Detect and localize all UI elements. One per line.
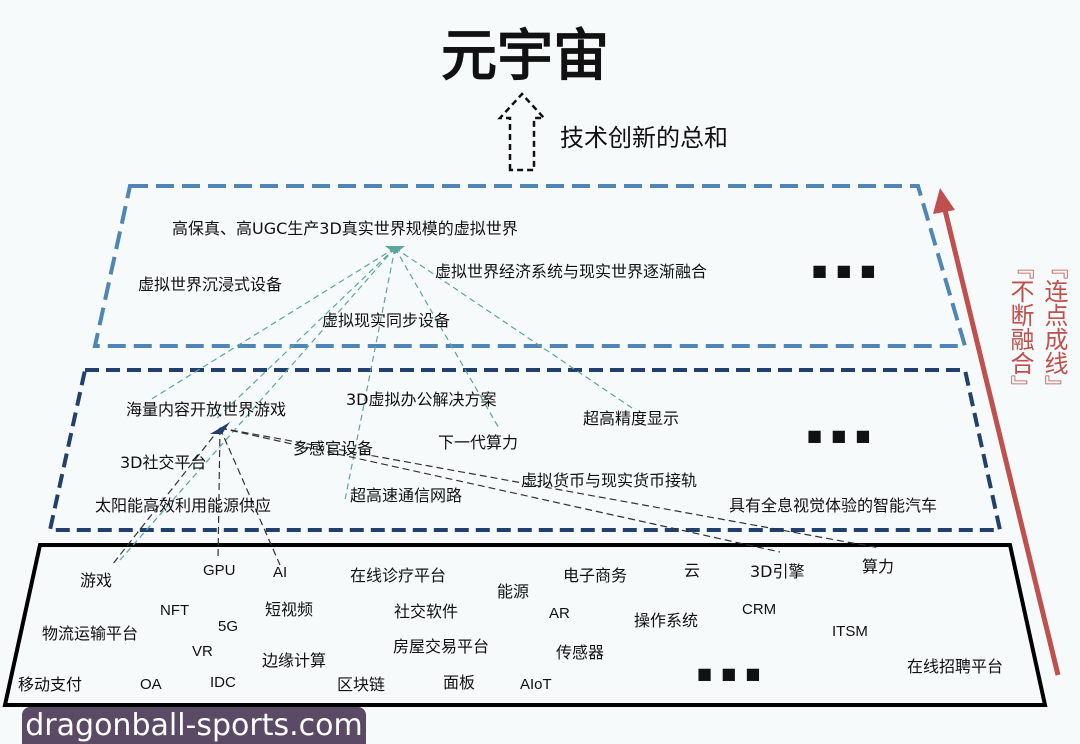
side-label-merge: 『不断融合』 [1006, 255, 1034, 399]
top-item: 高保真、高UGC生产3D真实世界规模的虚拟世界 [172, 219, 518, 238]
middle-item: 海量内容开放世界游戏 [126, 400, 286, 419]
middle-item: 虚拟货币与现实货币接轨 [521, 471, 697, 490]
bottom-item: 电子商务 [563, 566, 627, 585]
bottom-item: GPU [203, 562, 236, 579]
bottom-item: 短视频 [265, 600, 313, 619]
bottom-item: AIoT [520, 676, 552, 693]
top-node-icon [385, 246, 405, 254]
middle-item: 3D社交平台 [120, 453, 207, 472]
bottom-more-indicator: ■ ■ ■ [697, 664, 763, 683]
middle-item: 3D虚拟办公解决方案 [346, 390, 497, 409]
bottom-item: 游戏 [80, 571, 112, 590]
side-label-connect: 『连点成线』 [1040, 255, 1068, 399]
bottom-item: VR [192, 643, 213, 660]
bottom-item: 物流运输平台 [42, 624, 138, 643]
top-item: 虚拟现实同步设备 [322, 311, 450, 330]
bottom-item: AI [273, 564, 287, 581]
middle-item: 下一代算力 [438, 433, 518, 452]
bottom-item: 云 [684, 561, 700, 580]
bottom-item: 移动支付 [18, 675, 82, 694]
middle-node-icon [210, 422, 230, 434]
bottom-item: IDC [210, 674, 236, 691]
bottom-item: 算力 [862, 557, 894, 576]
upward-arrow-icon [497, 92, 547, 172]
top-item: 虚拟世界沉浸式设备 [138, 275, 282, 294]
top-item: 虚拟世界经济系统与现实世界逐渐融合 [435, 262, 707, 281]
bottom-item: 传感器 [556, 643, 604, 662]
bottom-item: CRM [742, 601, 776, 618]
diagram-title: 元宇宙 [441, 24, 609, 89]
bottom-item: 边缘计算 [262, 651, 326, 670]
progress-arrow-icon [942, 209, 1061, 676]
middle-more-indicator: ■ ■ ■ [807, 426, 873, 445]
arrowhead-icon [933, 188, 955, 214]
middle-connectors [111, 427, 881, 566]
bottom-item: 操作系统 [634, 611, 698, 630]
bottom-item: 在线招聘平台 [907, 657, 1003, 676]
bottom-item: 5G [218, 618, 238, 635]
bottom-item: 房屋交易平台 [393, 637, 489, 656]
bottom-item: OA [140, 676, 162, 693]
middle-item: 超高精度显示 [583, 409, 679, 428]
middle-item: 多感官设备 [293, 439, 373, 458]
arrow-caption: 技术创新的总和 [560, 124, 728, 152]
bottom-item: NFT [160, 602, 189, 619]
bottom-item: 3D引擎 [750, 562, 805, 581]
middle-item: 太阳能高效利用能源供应 [95, 496, 271, 515]
bottom-item: 区块链 [337, 675, 385, 694]
middle-layer-frame [47, 368, 1003, 532]
top-layer-frame [92, 184, 968, 348]
bottom-item: AR [549, 605, 570, 622]
bottom-item: 面板 [443, 673, 475, 692]
bottom-item: ITSM [832, 623, 868, 640]
bottom-layer-frame [2, 543, 1048, 707]
middle-item: 具有全息视觉体验的智能汽车 [729, 496, 937, 515]
top-more-indicator: ■ ■ ■ [812, 261, 878, 280]
middle-item: 超高速通信网路 [350, 486, 462, 505]
bottom-item: 能源 [497, 582, 529, 601]
watermark: dragonball-sports.com [22, 707, 366, 744]
bottom-item: 在线诊疗平台 [350, 566, 446, 585]
bottom-item: 社交软件 [394, 602, 458, 621]
